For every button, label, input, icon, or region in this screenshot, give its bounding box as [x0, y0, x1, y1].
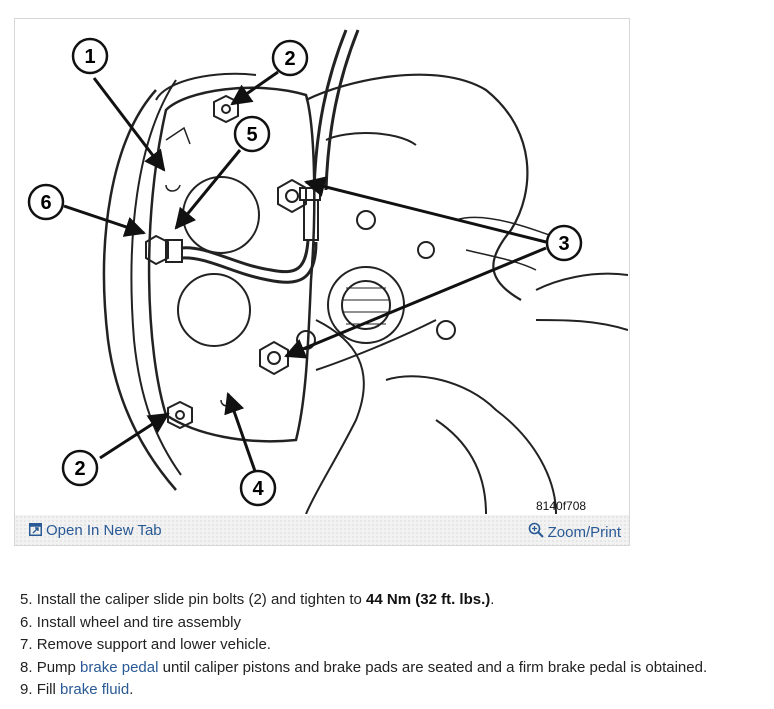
brake-pedal-link[interactable]: brake pedal: [80, 658, 159, 676]
open-in-new-tab-icon: [29, 523, 42, 536]
step-5: 5. Install the caliper slide pin bolts (…: [20, 591, 495, 608]
open-in-new-tab-link[interactable]: Open In New Tab: [29, 522, 162, 539]
brake-fluid-link[interactable]: brake fluid: [60, 681, 130, 698]
callout-6: 6: [27, 183, 65, 221]
callout-leaders: [63, 70, 547, 475]
open-in-new-tab-label: Open In New Tab: [46, 522, 162, 539]
brake-caliper-diagram: 1 2 2 3 4 5 6 8140f708: [27, 29, 628, 514]
callout-bubbles: 1 2 2 3 4 5 6: [27, 37, 583, 507]
svg-text:1: 1: [84, 46, 95, 68]
svg-text:3: 3: [558, 233, 569, 255]
zoom-print-label: Zoom/Print: [547, 524, 621, 541]
figure-id-label: 8140f708: [536, 499, 586, 513]
instruction-steps: 5. Install the caliper slide pin bolts (…: [20, 589, 707, 702]
callout-3: 3: [545, 224, 583, 262]
callout-2-top: 2: [271, 39, 309, 77]
callout-5: 5: [233, 115, 271, 153]
svg-text:4: 4: [252, 478, 264, 500]
svg-text:5: 5: [246, 124, 257, 146]
svg-text:2: 2: [74, 458, 85, 480]
figure-footer: Open In New Tab Zoom/Print: [15, 515, 629, 545]
svg-text:6: 6: [40, 192, 51, 214]
callout-4: 4: [239, 469, 277, 507]
step-8: 8. Pump brake pedal until caliper piston…: [20, 658, 708, 676]
torque-spec: 44 Nm (32 ft. lbs.): [366, 591, 491, 608]
brake-assembly-drawing: [102, 29, 628, 514]
callout-1: 1: [71, 37, 109, 75]
step-6: 6. Install wheel and tire assembly: [20, 613, 241, 631]
svg-text:2: 2: [284, 48, 295, 70]
callout-2-bottom: 2: [61, 449, 99, 487]
zoom-print-link[interactable]: Zoom/Print: [528, 522, 621, 541]
step-9: 9. Fill brake fluid.: [20, 681, 134, 698]
diagram-figure: 1 2 2 3 4 5 6 8140f708 Open In New Tab Z…: [14, 18, 630, 546]
magnifier-zoom-icon: [528, 522, 544, 538]
step-7: 7. Remove support and lower vehicle.: [20, 636, 271, 653]
